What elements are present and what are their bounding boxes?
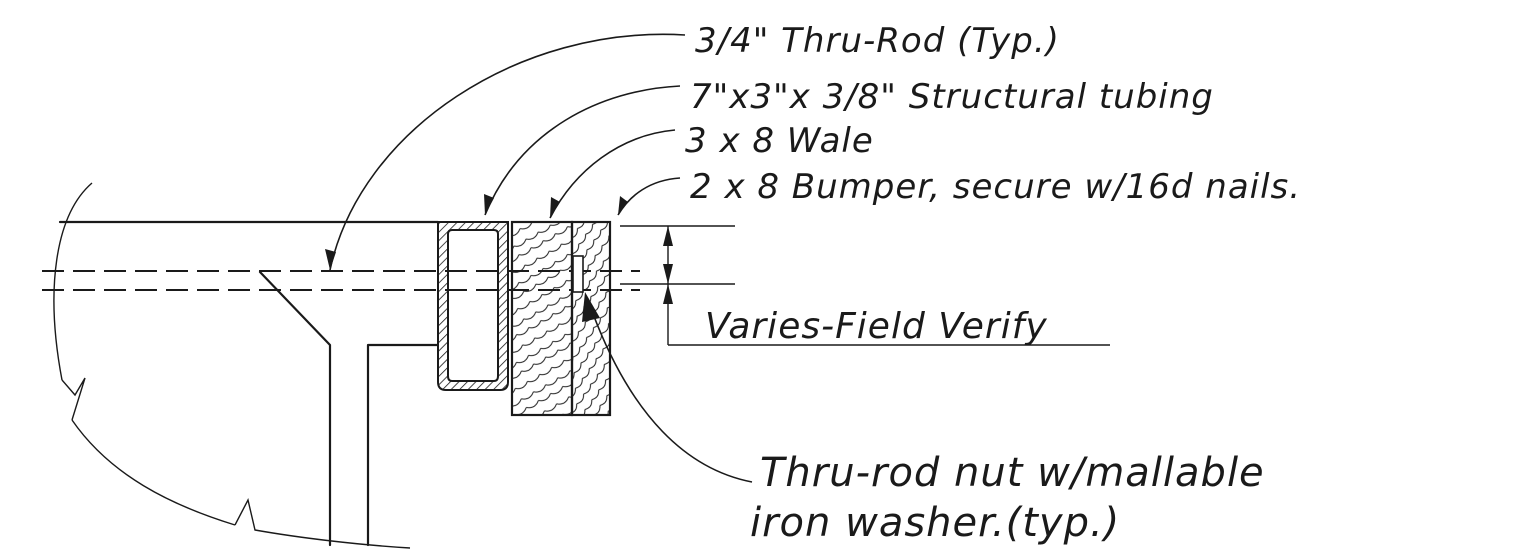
bumper-label: 2 x 8 Bumper, secure w/16d nails. bbox=[690, 167, 1301, 207]
tubing-label: 7"x3"x 3/8" Structural tubing bbox=[690, 77, 1214, 117]
nut-label-line2: iron washer.(typ.) bbox=[750, 500, 1120, 546]
leader-lines bbox=[325, 33, 753, 483]
nut-label-line1: Thru-rod nut w/mallable bbox=[760, 450, 1265, 496]
structural-tubing bbox=[437, 221, 509, 391]
break-lines bbox=[53, 182, 411, 549]
wale-label: 3 x 8 Wale bbox=[685, 121, 874, 161]
varies-label: Varies-Field Verify bbox=[705, 306, 1048, 347]
thru-rod-label: 3/4" Thru-Rod (Typ.) bbox=[695, 21, 1060, 61]
wale-timber bbox=[510, 220, 574, 417]
varies-dimension bbox=[620, 225, 1110, 346]
steel-beam bbox=[258, 270, 440, 547]
